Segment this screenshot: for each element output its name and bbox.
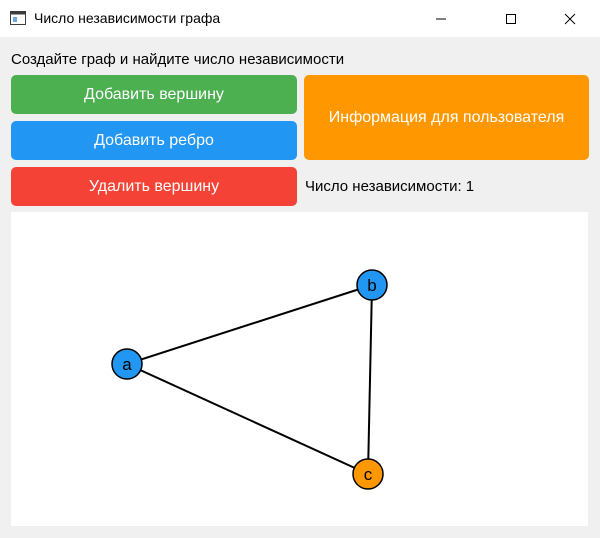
vertex-label: c bbox=[364, 465, 373, 484]
graph-edge-b-c[interactable] bbox=[367, 284, 373, 475]
vertex-circle[interactable] bbox=[352, 458, 384, 490]
title-bar[interactable]: Число независимости графа bbox=[0, 0, 600, 37]
graph-vertex-c[interactable]: c bbox=[352, 458, 384, 490]
close-button[interactable] bbox=[547, 0, 593, 37]
delete-vertex-button[interactable]: Удалить вершину bbox=[11, 167, 297, 206]
user-info-button[interactable]: Информация для пользователя bbox=[304, 75, 589, 160]
graph-vertex-a[interactable]: a bbox=[111, 348, 143, 380]
app-window-icon bbox=[10, 11, 26, 25]
vertex-label: a bbox=[122, 355, 132, 374]
vertex-circle[interactable] bbox=[111, 348, 143, 380]
minimize-icon bbox=[436, 18, 446, 19]
graph-drawing[interactable]: a b c bbox=[11, 212, 588, 526]
vertex-circle[interactable] bbox=[356, 269, 388, 301]
add-edge-button[interactable]: Добавить ребро bbox=[11, 121, 297, 160]
maximize-button[interactable] bbox=[488, 0, 534, 37]
graph-vertex-b[interactable]: b bbox=[356, 269, 388, 301]
window-title: Число независимости графа bbox=[34, 10, 221, 26]
graph-edge-a-c[interactable] bbox=[126, 363, 369, 475]
graph-edge-a-b[interactable] bbox=[126, 284, 373, 365]
instruction-label: Создайте граф и найдите число независимо… bbox=[11, 51, 345, 68]
vertex-label: b bbox=[367, 276, 376, 295]
add-vertex-button[interactable]: Добавить вершину bbox=[11, 75, 297, 114]
minimize-button[interactable] bbox=[418, 0, 464, 37]
close-icon bbox=[564, 13, 576, 24]
graph-canvas[interactable]: a b c bbox=[11, 212, 588, 526]
maximize-icon bbox=[506, 13, 516, 24]
independence-number-label: Число независимости: 1 bbox=[305, 178, 475, 195]
